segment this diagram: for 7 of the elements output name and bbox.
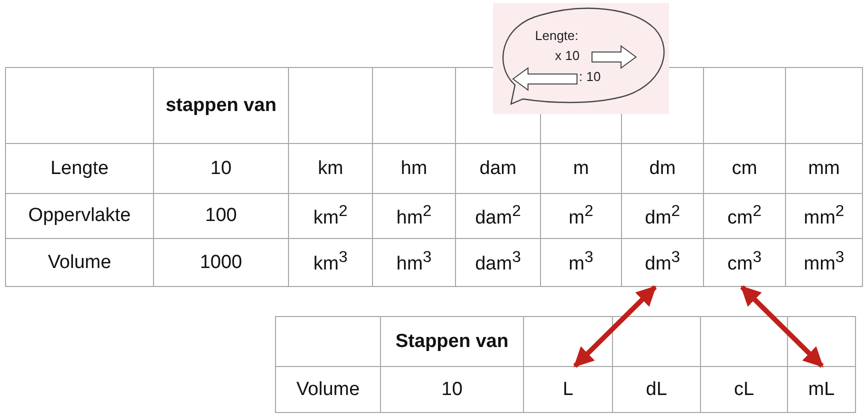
table-cell: Volume [5, 238, 154, 287]
table-cell: mm$^{3}$ [785, 238, 863, 287]
table-cell: mL [787, 366, 856, 413]
double-arrow [740, 285, 824, 368]
speech-bubble: Lengte: x 10 : 10 [493, 3, 669, 114]
table-cell: Volume [275, 366, 381, 413]
double-arrow [573, 285, 657, 368]
